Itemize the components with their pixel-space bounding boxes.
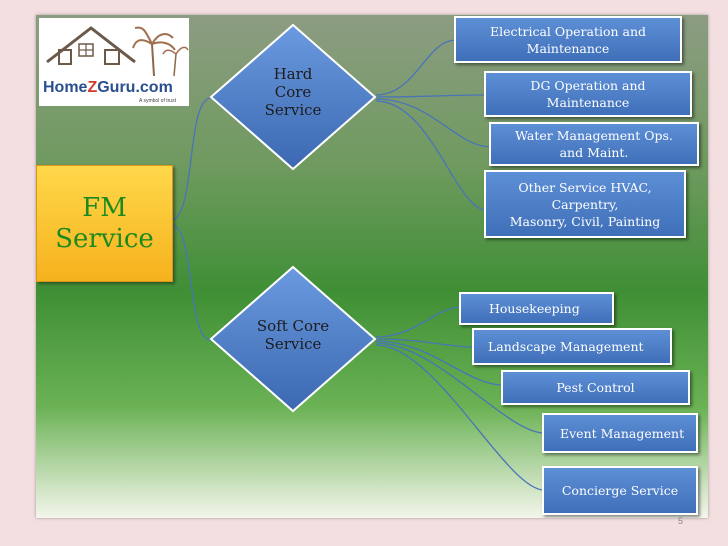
node-event-management: Event Management [542, 413, 698, 453]
node-pest-control: Pest Control [501, 370, 690, 405]
logo-brand: HomeZGuru.com [43, 79, 173, 96]
node-concierge: Concierge Service [542, 466, 698, 515]
node-other-service: Other Service HVAC,Carpentry,Masonry, Ci… [484, 170, 686, 238]
soft-core-label: Soft Core Service [256, 317, 330, 353]
logo: HomeZGuru.com A symbol of trust [39, 18, 189, 106]
page-number: 5 [678, 516, 684, 526]
fm-service-line1: FM [82, 192, 127, 223]
hard-core-diamond [209, 23, 377, 171]
fm-service-node: FM Service [36, 165, 173, 282]
node-landscape: Landscape Management [472, 328, 672, 365]
connector-layer [170, 23, 545, 491]
connector-soft-3 [375, 340, 504, 386]
hard-core-label: Hard Core Service [264, 65, 322, 119]
connector-hard-4 [375, 100, 487, 211]
connector-fm-hard [170, 97, 212, 221]
connector-soft-4 [375, 342, 545, 434]
house-logo-icon [46, 26, 189, 77]
fm-service-line2: Service [55, 223, 154, 254]
slide: HomeZGuru.com A symbol of trust FM Servi… [36, 15, 708, 518]
node-housekeeping: Housekeeping [459, 292, 614, 325]
connector-hard-2 [375, 94, 487, 98]
connector-soft-5 [375, 344, 545, 491]
logo-tagline: A symbol of trust [139, 98, 176, 104]
connector-soft-2 [375, 338, 475, 348]
soft-core-diamond [209, 265, 377, 413]
connector-fm-soft [170, 224, 212, 341]
connector-soft-1 [375, 306, 462, 338]
node-water-management: Water Management Ops.and Maint. [489, 122, 699, 166]
connector-hard-1 [375, 39, 457, 96]
connector-hard-3 [375, 98, 492, 148]
